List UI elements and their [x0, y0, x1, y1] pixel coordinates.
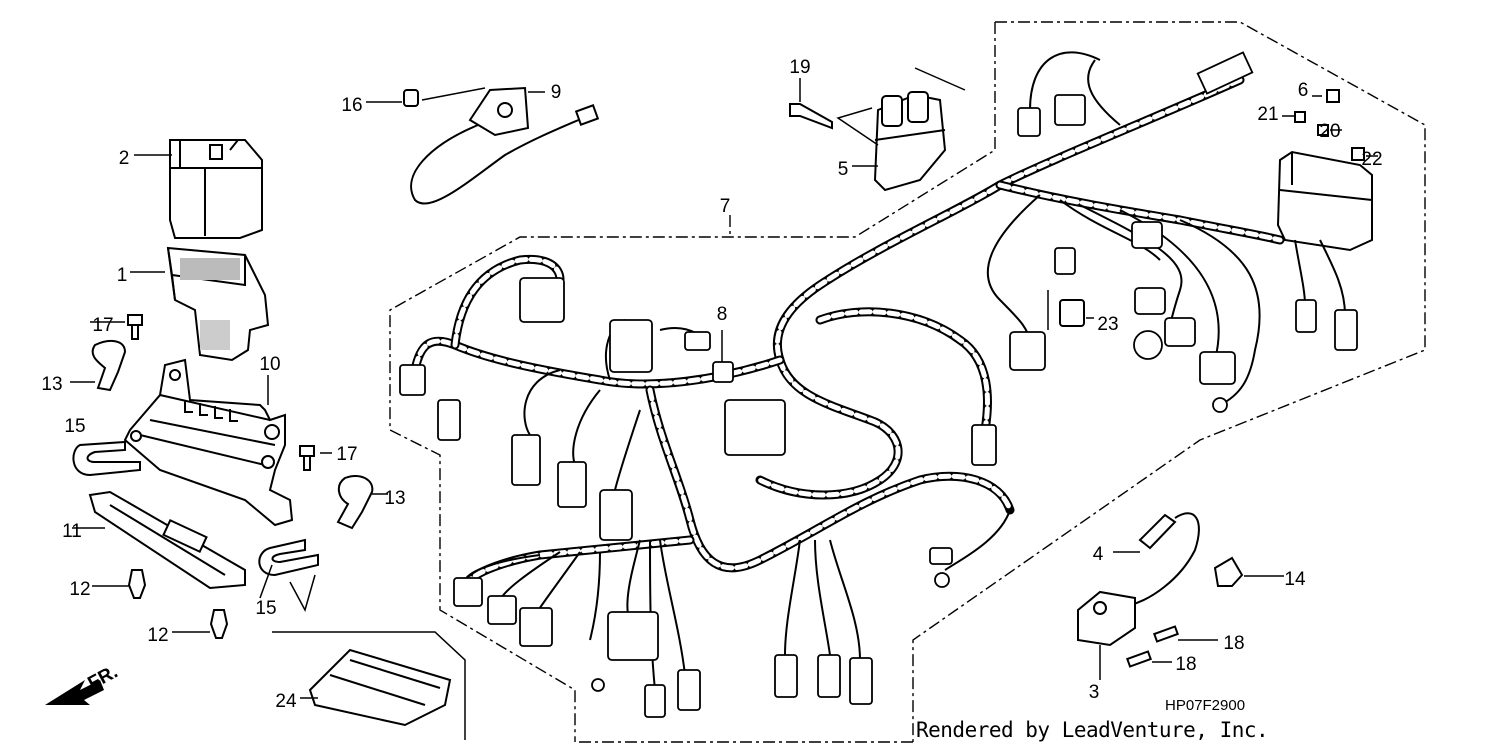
callout-14: 14 [1284, 569, 1306, 590]
part-9-sensor [403, 86, 600, 205]
part-23-grommet [1047, 290, 1085, 330]
part-14-grommet [1213, 556, 1244, 587]
callout-12: 12 [147, 625, 168, 646]
callout-19: 19 [789, 57, 810, 78]
harness-connectors [399, 51, 1358, 718]
callout-3: 3 [1089, 682, 1100, 703]
callout-8: 8 [717, 304, 728, 325]
part-1-ecu [166, 246, 270, 362]
callout-13: 13 [384, 488, 405, 509]
part-15-clamp [72, 440, 319, 577]
diagram-code: HP07F2900 [1165, 697, 1246, 714]
callout-10: 10 [259, 354, 280, 375]
callout-20: 20 [1319, 121, 1340, 142]
callout-15: 15 [64, 416, 85, 437]
leader-lines [70, 67, 1378, 699]
front-direction-arrow: FR. [45, 662, 121, 705]
callout-23: 23 [1097, 314, 1118, 335]
callout-9: 9 [551, 82, 562, 103]
callout-15: 15 [255, 598, 276, 619]
main-harness [410, 51, 1346, 691]
callout-13: 13 [41, 374, 62, 395]
callout-2: 2 [119, 148, 130, 169]
part-fuses [1294, 89, 1365, 161]
part-3-solenoid [1077, 590, 1136, 647]
callout-1: 1 [117, 265, 128, 286]
callout-7: 7 [720, 196, 731, 217]
callout-16: 16 [341, 95, 362, 116]
part-4-cap [1129, 512, 1200, 606]
part-24-outline [272, 631, 466, 740]
part-18-bolt [1126, 625, 1179, 668]
callout-17: 17 [92, 315, 113, 336]
callout-18: 18 [1175, 654, 1196, 675]
part-24-cover [308, 648, 452, 727]
part-17-bolt [127, 314, 315, 471]
fuse-box [1276, 150, 1373, 252]
callout-4: 4 [1093, 544, 1104, 565]
part-12-clip [127, 569, 229, 639]
callout-18: 18 [1223, 633, 1244, 654]
part-11-plate [88, 490, 246, 590]
callout-24: 24 [275, 691, 297, 712]
part-5-relay [789, 91, 947, 192]
callout-12: 12 [69, 579, 90, 600]
callout-6: 6 [1298, 80, 1309, 101]
callout-21: 21 [1257, 104, 1278, 125]
callout-5: 5 [838, 159, 849, 180]
callouts: 1234567891011121213131415151617171818192… [41, 57, 1382, 712]
part-10-bracket [123, 358, 294, 527]
credit-line: Rendered by LeadVenture, Inc. [916, 718, 1269, 742]
part-13-clip [91, 339, 374, 530]
part-2-module [169, 139, 263, 239]
callout-17: 17 [336, 444, 357, 465]
harness-group-outline [389, 21, 1426, 743]
callout-11: 11 [62, 521, 82, 542]
callout-22: 22 [1361, 149, 1382, 170]
